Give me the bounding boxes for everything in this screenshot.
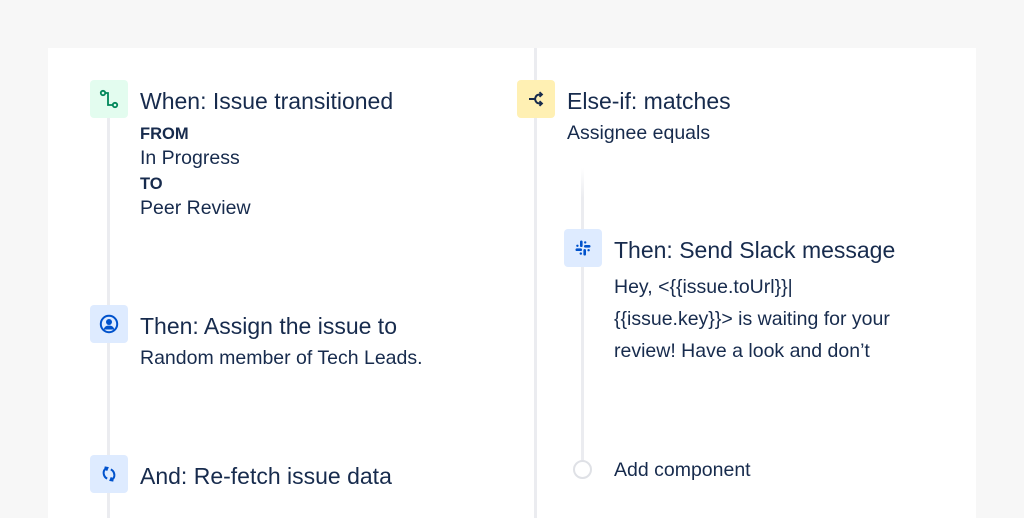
condition-title: Else-if: matches bbox=[567, 88, 731, 114]
empty-circle-icon bbox=[573, 460, 592, 479]
nested-branch-connector bbox=[581, 168, 584, 460]
slack-message-line: {{issue.key}}> is waiting for your bbox=[614, 308, 890, 330]
branch-icon bbox=[517, 80, 555, 118]
refetch-title: And: Re-fetch issue data bbox=[140, 463, 392, 489]
automation-rule-panel bbox=[48, 48, 976, 518]
user-avatar-icon bbox=[90, 305, 128, 343]
from-value: In Progress bbox=[140, 147, 240, 169]
assign-detail: Random member of Tech Leads. bbox=[140, 347, 423, 369]
slack-message-line: review! Have a look and don’t bbox=[614, 340, 870, 362]
to-label: TO bbox=[140, 175, 163, 193]
from-label: FROM bbox=[140, 125, 189, 143]
slack-title: Then: Send Slack message bbox=[614, 237, 896, 263]
condition-detail: Assignee equals bbox=[567, 122, 711, 144]
slack-message-preview: Hey, <{{issue.toUrl}}| {{issue.key}}> is… bbox=[614, 271, 954, 367]
to-value: Peer Review bbox=[140, 197, 251, 219]
slack-icon bbox=[564, 229, 602, 267]
trigger-title: When: Issue transitioned bbox=[140, 88, 394, 114]
transition-icon bbox=[90, 80, 128, 118]
branch-connector bbox=[534, 48, 537, 518]
add-component-label: Add component bbox=[614, 459, 751, 481]
assign-title: Then: Assign the issue to bbox=[140, 313, 397, 339]
slack-message-line: Hey, <{{issue.toUrl}}| bbox=[614, 276, 793, 298]
refresh-icon bbox=[90, 455, 128, 493]
